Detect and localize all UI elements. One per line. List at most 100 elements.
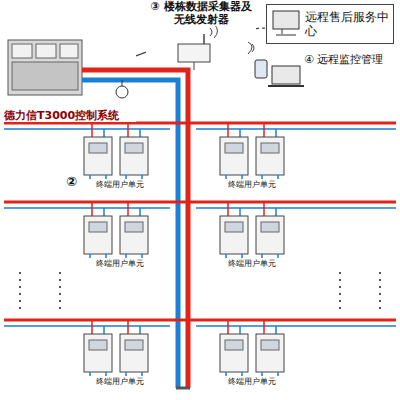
node-text: 终端用户单元 [84,377,156,387]
monitor-icon [273,11,299,29]
terminal-unit [220,334,248,372]
terminal-unit-group: 终端用户单元 [84,180,156,190]
node-text: 终端用户单元 [216,259,288,269]
unit-panel [125,340,143,350]
node-text: 终端用户单元 [216,377,288,387]
continuation-dots [59,272,61,312]
unit-pipe [263,123,265,137]
unit-pipe [103,208,105,216]
unit-pipe [139,208,141,216]
laptop-icon [272,66,300,84]
unit-pipe [103,129,105,137]
unit-panel [261,340,279,350]
unit-pipe [239,208,241,216]
unit-outlet [226,372,242,376]
terminal-unit [84,137,112,175]
service-center-box: 远程售后服务中心 [266,4,394,44]
unit-pipe [91,123,93,137]
unit-pipe [91,202,93,216]
cabinet-panel [36,44,56,58]
pump-symbol [116,86,128,98]
unit-pipe [239,326,241,334]
unit-outlet [262,254,278,258]
floor-return-pipe [4,128,396,130]
unit-outlet [126,175,142,179]
unit-panel [225,222,243,232]
unit-outlet [126,372,142,376]
floor-supply-pipe [4,319,396,322]
unit-panel [225,340,243,350]
node-text: ③ 楼栋数据采集器及无线发射器 [146,0,256,26]
callout-number: ② [66,174,77,189]
phone-icon [255,60,267,78]
node-text: 终端用户单元 [84,180,156,190]
unit-pipe [227,320,229,334]
terminal-unit [84,334,112,372]
unit-pipe [275,326,277,334]
data-collector [178,44,210,62]
unit-panel [125,143,143,153]
terminal-unit [220,137,248,175]
wireless-waves [248,42,254,54]
terminal-unit [120,137,148,175]
monitor-stand [276,29,296,35]
unit-pipe [91,320,93,334]
terminal-unit [120,216,148,254]
cabinet-panel [12,44,32,58]
unit-panel [89,222,107,232]
unit-outlet [126,254,142,258]
pump-lead [122,80,123,86]
unit-outlet [262,372,278,376]
unit-outlet [226,254,242,258]
unit-outlet [90,372,106,376]
continuation-dots [339,272,341,312]
terminal-unit-group: 终端用户单元 [84,377,156,387]
unit-pipe [103,326,105,334]
data-collector-node: ③ 楼栋数据采集器及无线发射器 [146,0,256,64]
return-pipe [82,80,178,388]
signal-link [136,52,146,56]
terminal-unit-group: 终端用户单元 [216,259,288,269]
unit-panel [89,340,107,350]
laptop-base [268,85,304,87]
node-text: 德力信T3000控制系统 [4,109,136,122]
control-cabinet [8,40,82,95]
unit-pipe [127,123,129,137]
signal-link [256,27,266,29]
unit-outlet [226,175,242,179]
terminal-unit-group: 终端用户单元 [84,259,156,269]
terminal-unit-group: 终端用户单元 [216,180,288,190]
unit-panel [89,143,107,153]
unit-pipe [139,129,141,137]
floor-supply-pipe [4,201,396,204]
node-text: 终端用户单元 [84,259,156,269]
floor-return-pipe [4,325,396,327]
antenna [203,34,205,44]
unit-pipe [227,202,229,216]
control-system: 德力信T3000控制系统 [4,38,136,122]
unit-panel [261,143,279,153]
terminal-unit [256,334,284,372]
continuation-dots [379,272,381,312]
unit-panel [261,222,279,232]
unit-pipe [127,320,129,334]
terminal-unit [120,334,148,372]
terminal-unit [220,216,248,254]
unit-pipe [275,208,277,216]
unit-pipe [263,202,265,216]
callout-label: ④ 远程监控管理 [304,52,383,67]
terminal-unit [84,216,112,254]
cabinet-panel [12,62,78,90]
pipe-base [176,387,190,390]
unit-pipe [227,123,229,137]
continuation-dots [19,272,21,312]
unit-pipe [263,320,265,334]
unit-pipe [127,202,129,216]
unit-outlet [90,254,106,258]
unit-outlet [262,175,278,179]
unit-panel [225,143,243,153]
unit-outlet [90,175,106,179]
unit-pipe [275,129,277,137]
collector-wire [194,62,195,70]
unit-pipe [139,326,141,334]
